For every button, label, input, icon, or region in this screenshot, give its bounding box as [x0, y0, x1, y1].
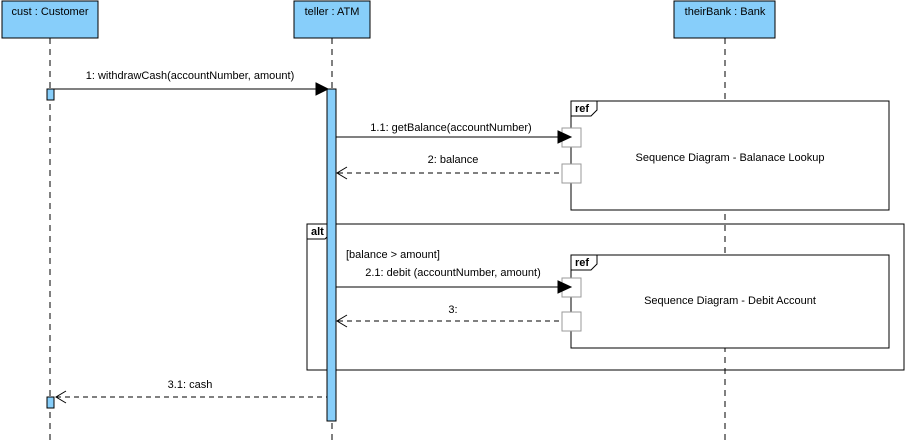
lifeline-cust-head[interactable]: cust : Customer	[1, 0, 99, 39]
alt-guard: [balance > amount]	[346, 249, 440, 261]
activation-cust-2	[46, 396, 55, 409]
ref-frame-1-tag: ref	[575, 103, 589, 115]
ref-frame-balance-lookup[interactable]: ref Sequence Diagram - Balanace Lookup	[570, 100, 890, 211]
ref-frame-2-text: Sequence Diagram - Debit Account	[644, 295, 816, 307]
lifeline-teller-head[interactable]: teller : ATM	[293, 0, 371, 39]
message-cash-reply-label: 3.1: cash	[168, 379, 213, 391]
message-cash-reply[interactable]: 3.1: cash	[55, 379, 327, 404]
lifeline-teller-label: teller : ATM	[305, 6, 360, 18]
message-debit-reply-label: 3:	[448, 304, 457, 316]
lifeline-bank-head[interactable]: theirBank : Bank	[673, 0, 776, 39]
message-get-balance[interactable]: 1.1: getBalance(accountNumber)	[336, 122, 573, 144]
lifeline-bank-label: theirBank : Bank	[685, 6, 766, 18]
message-balance-reply[interactable]: 2: balance	[336, 154, 562, 180]
message-balance-reply-label: 2: balance	[428, 154, 479, 166]
message-withdraw-cash[interactable]: 1: withdrawCash(accountNumber, amount)	[54, 70, 330, 96]
message-withdraw-cash-label: 1: withdrawCash(accountNumber, amount)	[86, 70, 294, 82]
alt-tag: alt	[311, 226, 324, 238]
gate-3	[561, 311, 582, 332]
lifeline-cust-label: cust : Customer	[11, 6, 88, 18]
ref-frame-2-tag: ref	[575, 257, 589, 269]
message-debit[interactable]: 2.1: debit (accountNumber, amount)	[336, 267, 573, 294]
message-debit-reply[interactable]: 3:	[336, 304, 562, 328]
activation-teller	[326, 88, 337, 422]
message-debit-label: 2.1: debit (accountNumber, amount)	[365, 267, 540, 279]
activation-cust-1	[46, 88, 55, 101]
message-get-balance-label: 1.1: getBalance(accountNumber)	[370, 122, 531, 134]
ref-frame-debit-account[interactable]: ref Sequence Diagram - Debit Account	[570, 254, 890, 349]
gate-2	[561, 163, 582, 184]
ref-frame-1-text: Sequence Diagram - Balanace Lookup	[636, 152, 825, 164]
